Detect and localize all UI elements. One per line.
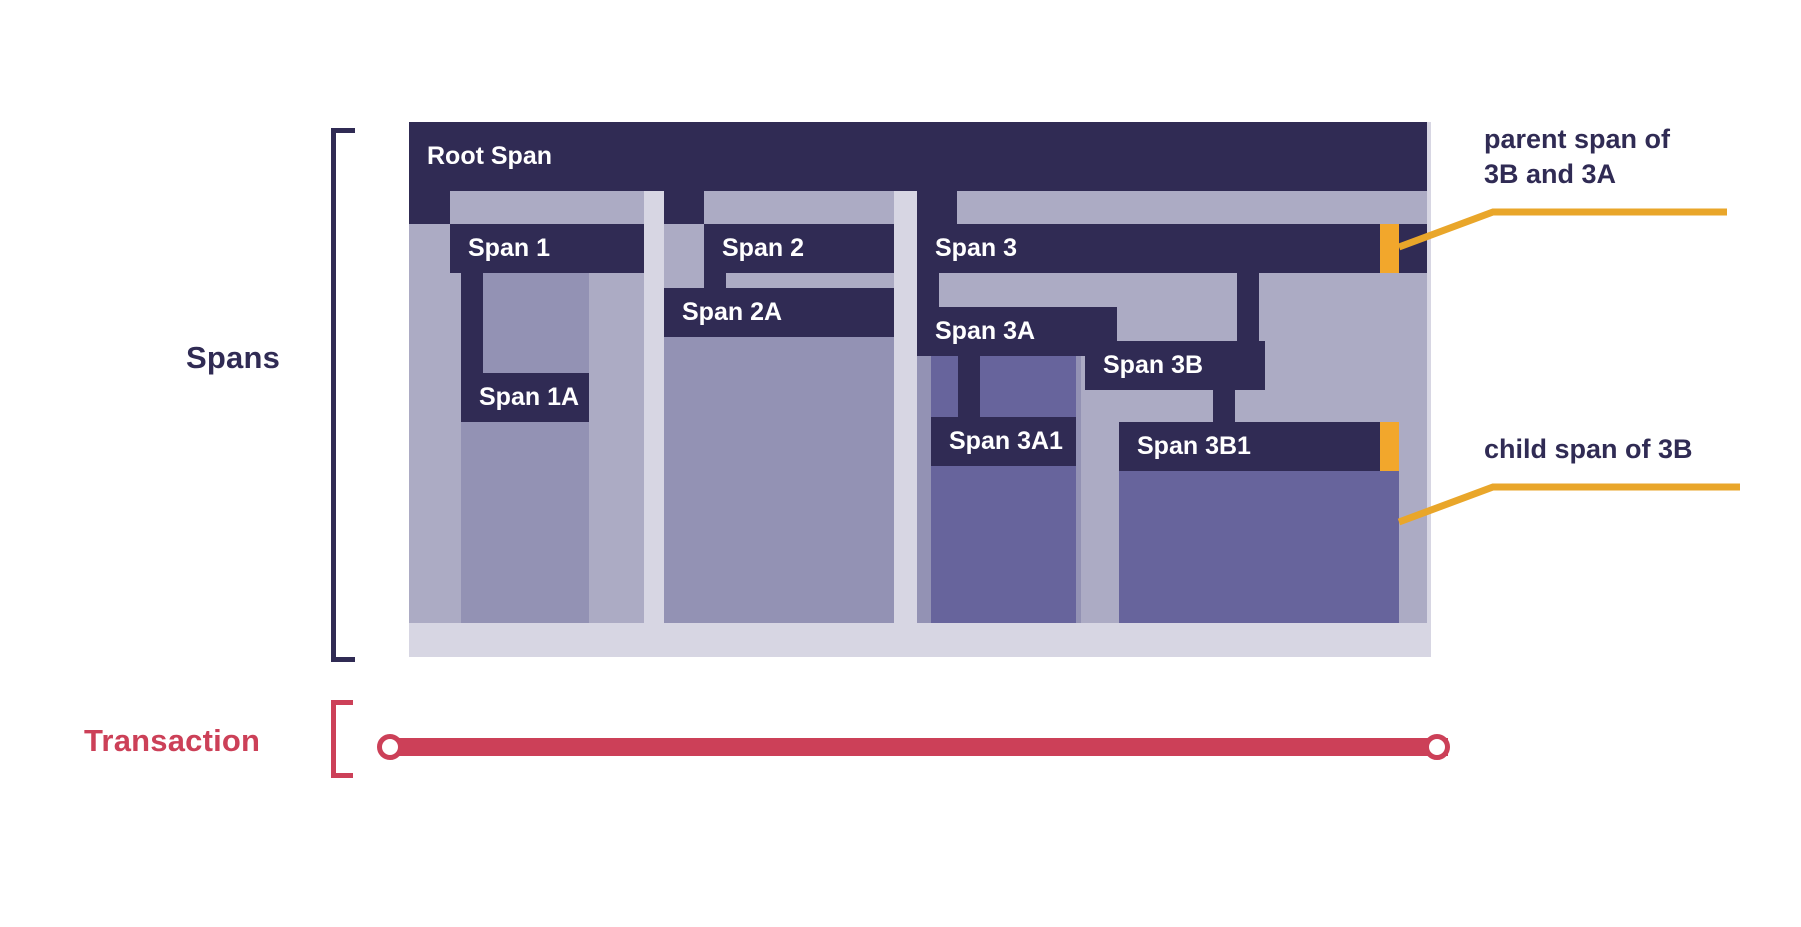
callout-child-span-text: child span of 3B <box>1484 434 1693 464</box>
spans-waterfall-panel: Root Span Span 1 Span 1A Span 2 Span 2A <box>409 122 1431 657</box>
connector-span3b-to-span3b1 <box>1213 390 1235 432</box>
transaction-bar[interactable] <box>385 738 1448 756</box>
span-bar-span3a1[interactable]: Span 3A1 <box>931 417 1076 466</box>
span-label-span3: Span 3 <box>935 234 1017 262</box>
span-bar-span3[interactable]: Span 3 <box>917 224 1427 273</box>
spans-axis-label: Spans <box>186 340 281 375</box>
connector-root-to-span3 <box>917 191 957 224</box>
span-label-span3b1: Span 3B1 <box>1137 432 1251 460</box>
callout-parent-leader <box>1397 208 1727 251</box>
connector-root-to-span2 <box>664 191 704 224</box>
transaction-start-dot[interactable] <box>377 734 403 760</box>
callout-parent-span-text: parent span of 3B and 3A <box>1484 124 1671 189</box>
span-label-span2: Span 2 <box>722 234 804 262</box>
span-bar-span2[interactable]: Span 2 <box>704 224 894 273</box>
marker-child-span[interactable] <box>1380 422 1399 471</box>
transaction-bracket <box>331 700 353 778</box>
span-label-span1: Span 1 <box>468 234 550 262</box>
spans-bracket <box>331 128 355 662</box>
connector-root-to-span1 <box>409 191 450 224</box>
span-bar-span1a[interactable]: Span 1A <box>461 373 589 422</box>
transaction-end-dot[interactable] <box>1424 734 1450 760</box>
span-bar-span3b1[interactable]: Span 3B1 <box>1119 422 1399 471</box>
span-body-span3a1 <box>931 356 1076 623</box>
span-bar-root[interactable]: Root Span <box>409 122 1427 191</box>
span-bar-span2a[interactable]: Span 2A <box>664 288 894 337</box>
span-label-root: Root Span <box>427 142 552 170</box>
marker-parent-span[interactable] <box>1380 224 1399 273</box>
span-bar-span3b[interactable]: Span 3B <box>1085 341 1265 390</box>
span-body-span2a <box>664 288 894 623</box>
span-label-span3a: Span 3A <box>935 317 1036 345</box>
span-label-span2a: Span 2A <box>682 298 783 326</box>
callout-child-leader <box>1397 483 1740 526</box>
span-bar-span3a[interactable]: Span 3A <box>917 307 1117 356</box>
span-bar-span1[interactable]: Span 1 <box>450 224 644 273</box>
transaction-axis-label: Transaction <box>84 723 261 758</box>
span-label-span3a1: Span 3A1 <box>949 427 1063 455</box>
span-label-span3b: Span 3B <box>1103 351 1204 379</box>
span-label-span1a: Span 1A <box>479 383 580 411</box>
